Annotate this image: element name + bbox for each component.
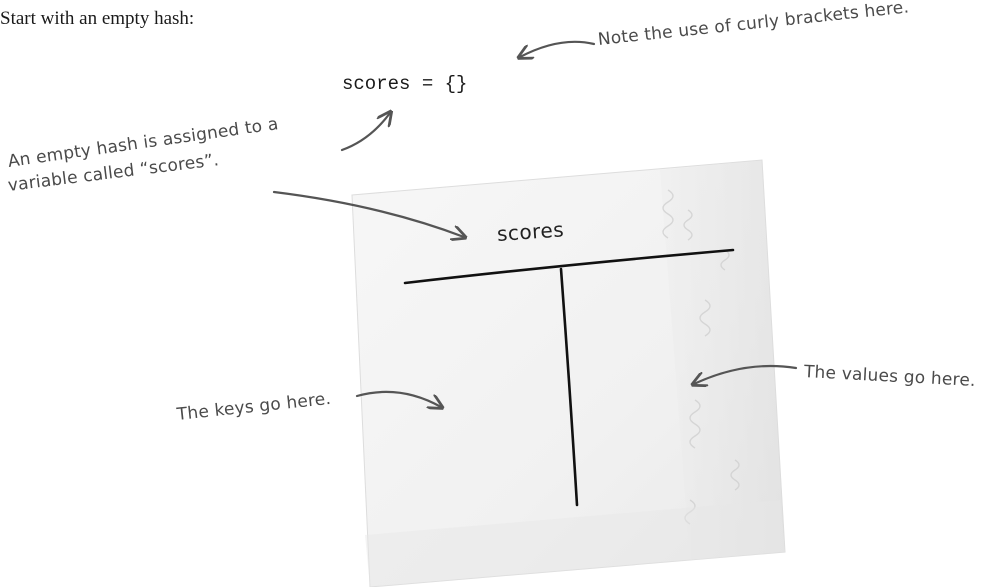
t-chart-horizontal-line	[403, 248, 735, 285]
values-arrow	[694, 364, 798, 384]
napkin	[351, 159, 786, 587]
keys-arrow	[355, 390, 441, 407]
annotation-arrows	[272, 40, 798, 407]
napkin-title: scores	[496, 217, 565, 246]
code-line: scores = {}	[342, 73, 468, 95]
napkin-emboss-pattern	[662, 189, 740, 525]
napkin-bottom-band	[365, 500, 785, 587]
napkin-border-band	[660, 160, 785, 560]
t-chart-vertical-line	[559, 267, 579, 507]
scores-arrow	[272, 190, 464, 237]
curly-note-arrow	[520, 40, 596, 57]
empty-hash-arrow	[340, 113, 390, 152]
intro-text: Start with an empty hash:	[0, 8, 195, 29]
